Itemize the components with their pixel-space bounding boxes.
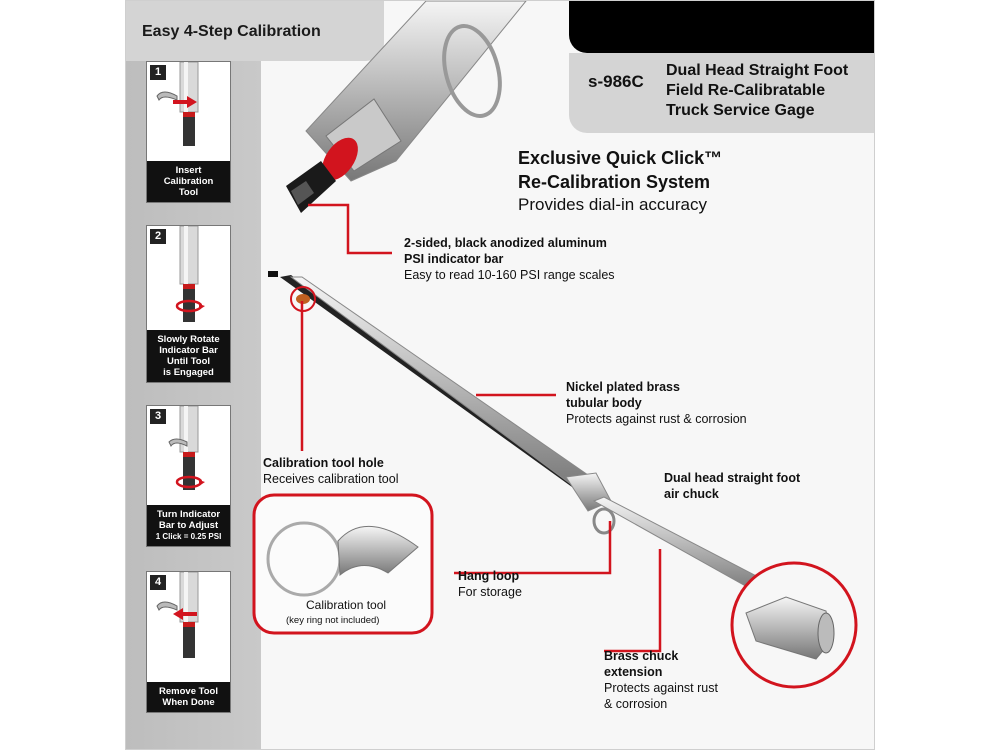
step-4-caption-line: Remove Tool xyxy=(159,686,218,697)
step-4-caption: Remove Tool When Done xyxy=(147,682,230,712)
step-2-caption-line: Slowly Rotate xyxy=(157,334,220,345)
step-3-image xyxy=(168,406,205,490)
step-1-card: 1 Insert Calibration Tool xyxy=(146,61,231,203)
step-1-caption-line: Calibration xyxy=(163,176,214,187)
step-3-caption-line: Bar to Adjust xyxy=(158,520,219,531)
step-2-caption: Slowly Rotate Indicator Bar Until Tool i… xyxy=(147,330,230,382)
callout-text: & corrosion xyxy=(604,697,668,711)
step-2-caption-line: Until Tool xyxy=(166,356,211,367)
step-3-caption: Turn Indicator Bar to Adjust 1 Click = 0… xyxy=(147,505,230,546)
cal-tool-label: Calibration tool xyxy=(306,598,387,612)
callout-bold: PSI indicator bar xyxy=(404,252,504,266)
callout-bold: Calibration tool hole xyxy=(263,456,384,470)
callout-line-extension xyxy=(604,549,662,653)
step-1-caption: Insert Calibration Tool xyxy=(147,161,230,202)
step-3-note: 1 Click = 0.25 PSI xyxy=(155,532,222,541)
step-4-number: 4 xyxy=(150,575,166,590)
system-heading-line: Exclusive Quick Click™ xyxy=(518,148,723,168)
callout-hang: Hang loop For storage xyxy=(458,568,522,600)
steps-header: Easy 4-Step Calibration xyxy=(126,1,384,61)
step-2-card: 2 Slowly Rotate Indicator Bar Until Tool… xyxy=(146,225,231,383)
callout-text: Receives calibration tool xyxy=(263,472,399,486)
step-3-caption-line: Turn Indicator xyxy=(156,509,221,520)
callout-lines xyxy=(300,203,662,653)
callout-bold: air chuck xyxy=(664,487,719,501)
step-1-caption-line: Tool xyxy=(178,187,199,198)
model-number: s-986C xyxy=(588,72,644,91)
callout-bold: Brass chuck xyxy=(604,649,679,663)
callout-line-hang xyxy=(454,521,612,575)
callout-line-indicator xyxy=(308,203,392,255)
product-title-line: Dual Head Straight Foot xyxy=(666,62,849,79)
cal-tool-image xyxy=(337,526,419,577)
product-title-line: Field Re-Calibratable xyxy=(666,82,826,99)
gauge-diagram xyxy=(252,1,858,689)
callout-bold: Dual head straight foot xyxy=(664,471,801,485)
callout-bold: Nickel plated brass xyxy=(566,380,680,394)
model-panel xyxy=(569,53,874,133)
callout-text: Easy to read 10-160 PSI range scales xyxy=(404,268,615,282)
steps-title: Easy 4-Step Calibration xyxy=(142,23,321,40)
step-4-image xyxy=(156,572,199,658)
cal-tool-note: (key ring not included) xyxy=(286,615,380,626)
step-3-card: 3 Turn Indicator Bar to Adjust 1 Click =… xyxy=(146,405,231,547)
step-2-image xyxy=(175,226,205,322)
callout-bold: tubular body xyxy=(566,396,642,410)
system-heading-line: Re-Calibration System xyxy=(518,172,711,192)
callout-extension: Brass chuck extension Protects against r… xyxy=(604,648,718,712)
callout-text: Protects against rust & corrosion xyxy=(566,412,747,426)
callout-text: For storage xyxy=(458,585,522,599)
callout-bold: Hang loop xyxy=(458,569,520,583)
callout-body: Nickel plated brass tubular body Protect… xyxy=(566,379,747,427)
callout-bold: extension xyxy=(604,665,663,679)
top-banner xyxy=(569,1,874,53)
product-title: Dual Head Straight Foot Field Re-Calibra… xyxy=(666,61,874,121)
step-2-caption-line: is Engaged xyxy=(163,367,214,378)
callout-cal-hole: Calibration tool hole Receives calibrati… xyxy=(263,455,399,487)
product-title-line: Truck Service Gage xyxy=(666,102,815,119)
step-3-number: 3 xyxy=(150,409,166,424)
step-1-number: 1 xyxy=(150,65,166,80)
step-1-image xyxy=(156,62,199,146)
system-heading: Exclusive Quick Click™ Re-Calibration Sy… xyxy=(518,146,722,194)
product-sheet: Easy 4-Step Calibration 1 Insert Calibra… xyxy=(125,0,875,750)
system-subheading: Provides dial-in accuracy xyxy=(518,195,707,214)
step-4-caption-line: When Done xyxy=(162,697,215,708)
callout-chuck: Dual head straight foot air chuck xyxy=(664,470,800,502)
step-4-card: 4 Remove Tool When Done xyxy=(146,571,231,713)
step-2-number: 2 xyxy=(150,229,166,244)
gauge-closeup xyxy=(286,1,527,213)
cal-hole-highlight xyxy=(290,286,316,312)
callout-text: Protects against rust xyxy=(604,681,718,695)
callout-bold: 2-sided, black anodized aluminum xyxy=(404,236,607,250)
step-2-caption-line: Indicator Bar xyxy=(159,345,218,356)
step-1-caption-line: Insert xyxy=(175,165,202,176)
callout-indicator: 2-sided, black anodized aluminum PSI ind… xyxy=(404,235,615,283)
